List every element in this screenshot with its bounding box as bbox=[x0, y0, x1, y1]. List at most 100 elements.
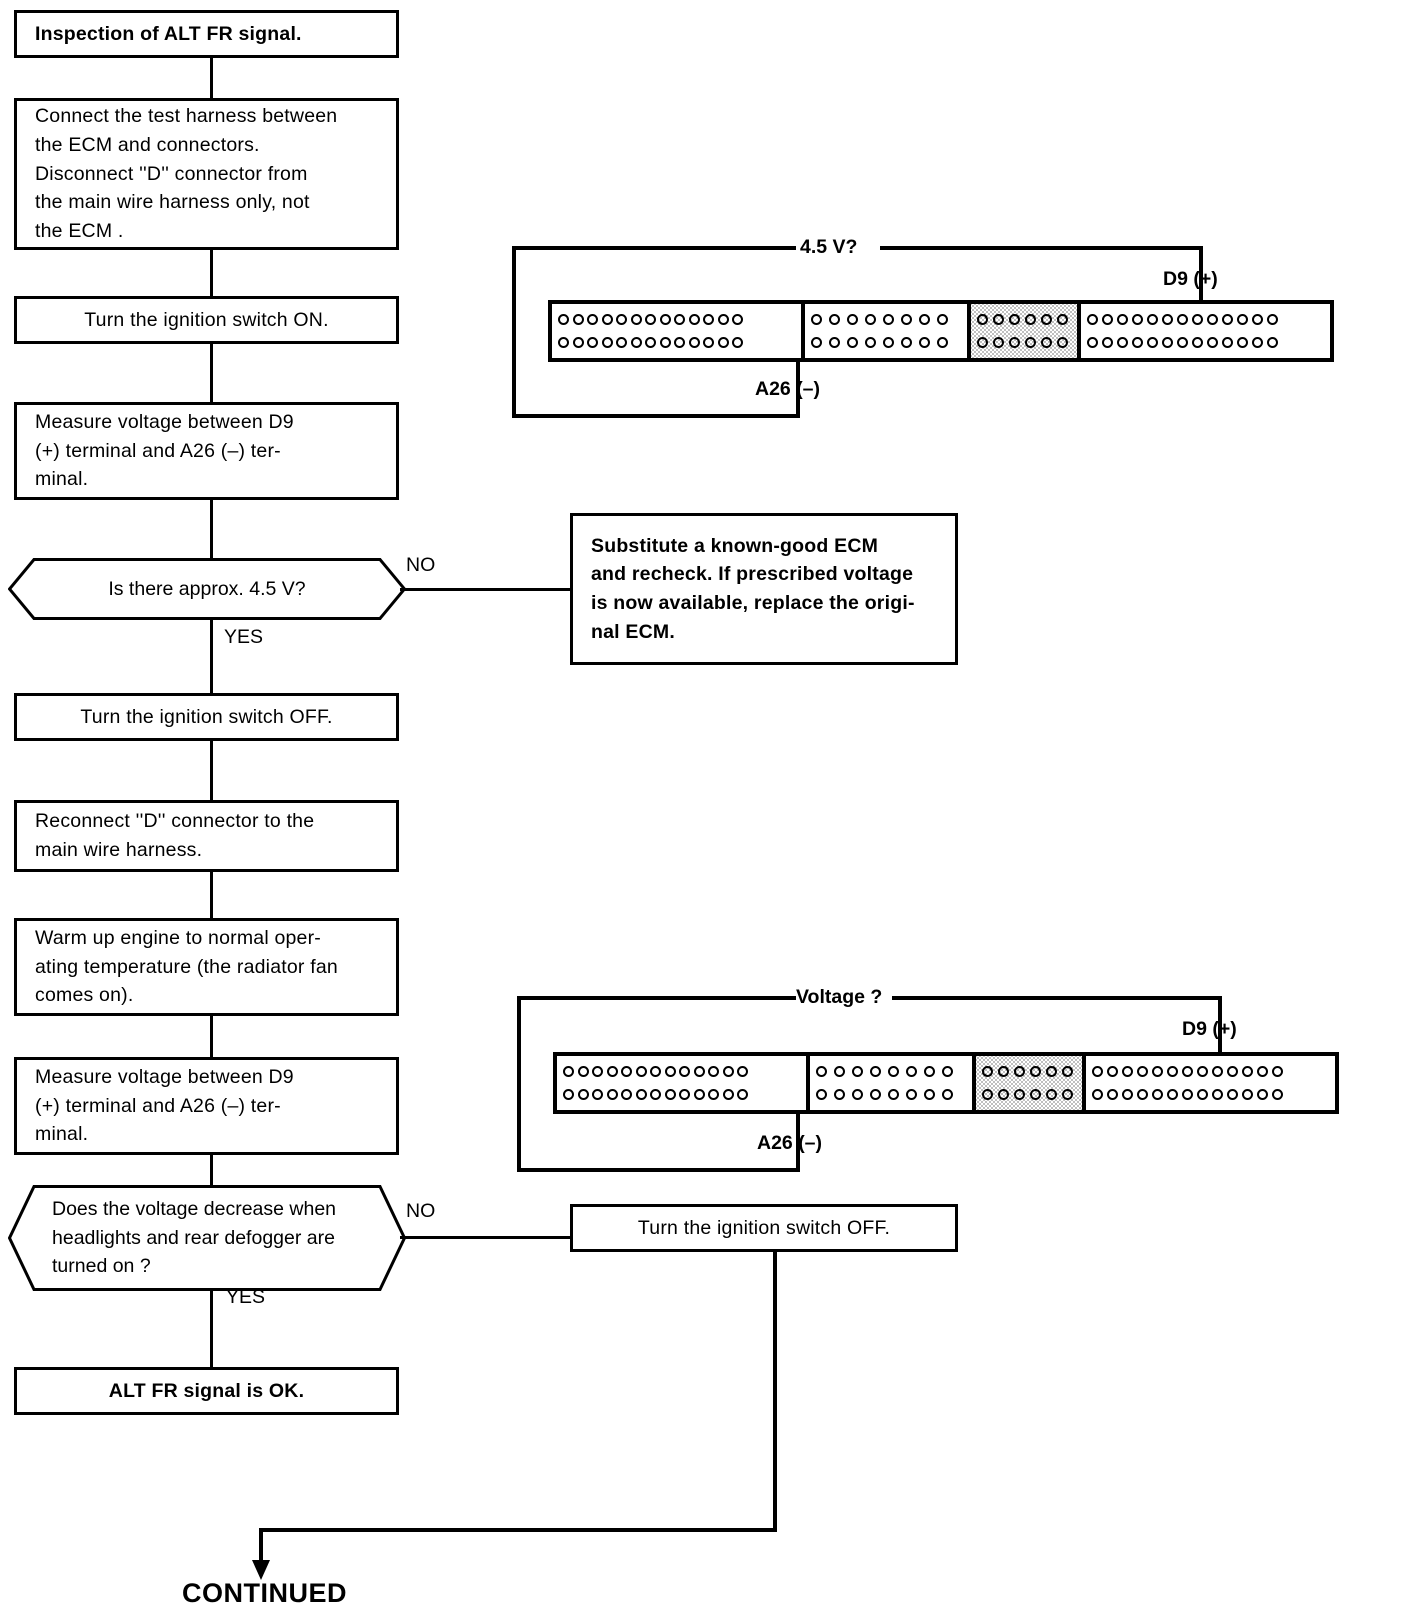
connector-pin bbox=[1030, 1089, 1041, 1100]
connector-pin bbox=[919, 337, 930, 348]
connector-pin bbox=[1132, 314, 1143, 325]
connector-pin bbox=[717, 337, 729, 348]
connector-pin bbox=[1227, 1066, 1238, 1077]
connector-pin bbox=[1122, 1066, 1133, 1077]
pin-row bbox=[811, 314, 961, 325]
connector-line-measure1-to-decision1 bbox=[210, 500, 213, 558]
connector-line-reconnect-to-warmup bbox=[210, 872, 213, 918]
connector-pin bbox=[1182, 1089, 1193, 1100]
connector-pin bbox=[558, 337, 569, 348]
connector-pin bbox=[1252, 314, 1263, 325]
connector-pin bbox=[1272, 1066, 1283, 1077]
connector-pin bbox=[592, 1089, 603, 1100]
connector-pin bbox=[1107, 1066, 1118, 1077]
decision-voltage-decrease: Does the voltage decrease when headlight… bbox=[8, 1185, 406, 1291]
connector-pin bbox=[1057, 314, 1068, 325]
connector-pin bbox=[942, 1089, 953, 1100]
connector-bottom-segment-d bbox=[1086, 1056, 1335, 1110]
connector-line-warmup-to-measure2 bbox=[210, 1016, 213, 1057]
bottom-measure-loop-bottom bbox=[517, 1168, 800, 1172]
connector-pin bbox=[664, 1066, 676, 1077]
connector-pin bbox=[942, 1066, 953, 1077]
bottom-terminal-label-d9: D9 (+) bbox=[1182, 1018, 1237, 1040]
process-box-connect-harness-label: Connect the test harness between the ECM… bbox=[35, 105, 338, 242]
connector-pin bbox=[1041, 337, 1052, 348]
connector-pin bbox=[645, 337, 656, 348]
connector-pin bbox=[1062, 1089, 1073, 1100]
branch-line-no-2 bbox=[400, 1236, 572, 1239]
process-box-substitute-ecm-label: Substitute a known-good ECM and recheck.… bbox=[591, 534, 915, 643]
decision-is-approx-4-5v-label: Is there approx. 4.5 V? bbox=[108, 577, 306, 600]
decision-voltage-decrease-label: Does the voltage decrease when headlight… bbox=[52, 1198, 337, 1278]
process-box-ignition-off-1-label: Turn the ignition switch OFF. bbox=[80, 705, 333, 728]
connector-pin bbox=[834, 1066, 845, 1077]
connector-pin bbox=[621, 1089, 632, 1100]
bottom-terminal-label-a26: A26 (–) bbox=[757, 1132, 823, 1154]
connector-pin bbox=[587, 337, 598, 348]
top-measurement-label: 4.5 V? bbox=[800, 236, 858, 258]
process-box-measure-voltage-1-label: Measure voltage between D9 (+) terminal … bbox=[35, 411, 294, 491]
connector-pin bbox=[635, 1066, 647, 1077]
connector-pin bbox=[977, 314, 988, 325]
top-terminal-label-a26: A26 (–) bbox=[755, 378, 821, 400]
connector-line-start-to-connect bbox=[210, 58, 213, 98]
connector-pin bbox=[834, 1089, 845, 1100]
connector-pin bbox=[1212, 1066, 1223, 1077]
connector-top-segment-a bbox=[552, 304, 805, 358]
connector-pin bbox=[606, 1089, 618, 1100]
connector-line-decision1-yes bbox=[210, 620, 213, 696]
connector-pin bbox=[630, 337, 642, 348]
connector-pin bbox=[722, 1089, 734, 1100]
continued-route-vertical bbox=[773, 1252, 777, 1532]
pin-row bbox=[558, 337, 795, 348]
connector-pin bbox=[883, 314, 894, 325]
connector-pin bbox=[870, 1066, 881, 1077]
connector-pin bbox=[919, 314, 930, 325]
connector-pin bbox=[616, 314, 627, 325]
continued-arrow-icon bbox=[252, 1560, 270, 1580]
connector-pin bbox=[558, 314, 569, 325]
connector-pin bbox=[1177, 314, 1188, 325]
connector-pin bbox=[688, 337, 700, 348]
connector-pin bbox=[1272, 1089, 1283, 1100]
process-box-substitute-ecm: Substitute a known-good ECM and recheck.… bbox=[570, 513, 958, 665]
connector-pin bbox=[852, 1089, 863, 1100]
connector-pin bbox=[1137, 1089, 1148, 1100]
connector-pin bbox=[1192, 314, 1203, 325]
connector-pin bbox=[1087, 314, 1098, 325]
connector-line-decision2-yes bbox=[210, 1291, 213, 1367]
pin-row bbox=[982, 1089, 1076, 1100]
connector-pin bbox=[708, 1066, 719, 1077]
connector-pin bbox=[732, 314, 743, 325]
connector-pin bbox=[816, 1066, 827, 1077]
connector-pin bbox=[852, 1066, 863, 1077]
pin-row bbox=[816, 1066, 966, 1077]
connector-pin bbox=[1087, 337, 1098, 348]
connector-pin bbox=[1147, 337, 1158, 348]
connector-pin bbox=[1041, 314, 1052, 325]
connector-pin bbox=[601, 314, 613, 325]
process-box-measure-voltage-1: Measure voltage between D9 (+) terminal … bbox=[14, 402, 399, 500]
connector-pin bbox=[572, 337, 584, 348]
connector-pin bbox=[1014, 1066, 1025, 1077]
branch-label-yes-1: YES bbox=[224, 626, 264, 648]
connector-pin bbox=[1030, 1066, 1041, 1077]
process-box-reconnect-d-connector: Reconnect ''D'' connector to the main wi… bbox=[14, 800, 399, 872]
connector-pin bbox=[1197, 1066, 1208, 1077]
decision-is-approx-4-5v: Is there approx. 4.5 V? bbox=[8, 558, 406, 620]
connector-diagram-top bbox=[548, 300, 1334, 362]
connector-pin-a26 bbox=[737, 1089, 748, 1100]
bottom-measure-loop-top-left bbox=[517, 996, 796, 1000]
connector-pin bbox=[888, 1066, 899, 1077]
connector-pin bbox=[1267, 337, 1278, 348]
process-box-alt-fr-ok: ALT FR signal is OK. bbox=[14, 1367, 399, 1415]
connector-pin bbox=[1009, 314, 1020, 325]
process-box-ignition-off-2: Turn the ignition switch OFF. bbox=[570, 1204, 958, 1252]
connector-pin bbox=[577, 1089, 589, 1100]
process-box-start: Inspection of ALT FR signal. bbox=[14, 10, 399, 58]
connector-pin-d9 bbox=[1147, 314, 1158, 325]
connector-pin bbox=[1046, 1089, 1057, 1100]
connector-pin bbox=[1177, 337, 1188, 348]
branch-line-no-1 bbox=[400, 588, 572, 591]
